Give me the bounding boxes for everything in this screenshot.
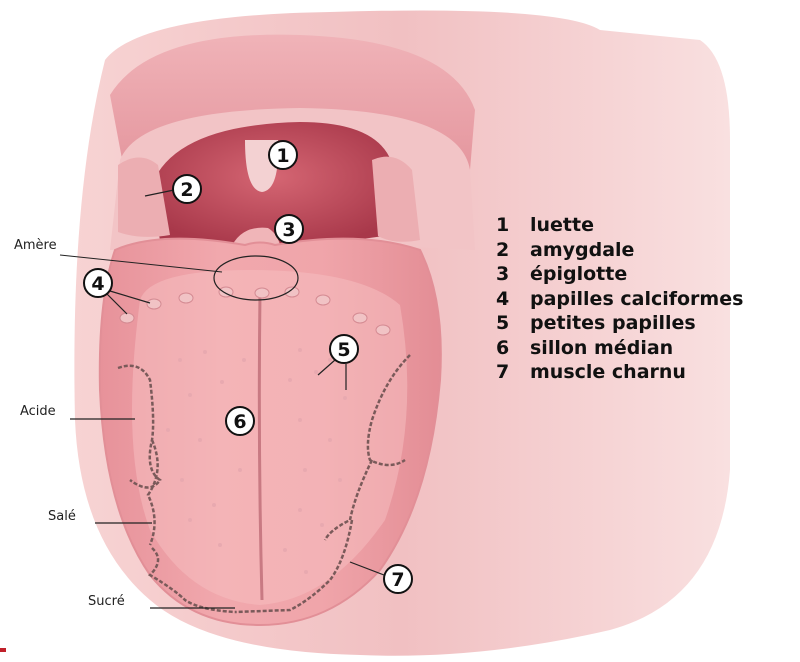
taste-label-sweet: Sucré xyxy=(88,594,125,609)
legend-label: sillon médian xyxy=(530,336,673,361)
legend-item-luette: 1 luette xyxy=(496,213,743,238)
callout-4: 4 xyxy=(84,269,112,297)
legend-number: 3 xyxy=(496,262,530,287)
legend-number: 2 xyxy=(496,238,530,263)
callout-3: 3 xyxy=(275,215,303,243)
svg-text:4: 4 xyxy=(91,273,104,295)
legend-item-amygdale: 2 amygdale xyxy=(496,238,743,263)
legend-item-sillon-median: 6 sillon médian xyxy=(496,336,743,361)
legend-item-muscle-charnu: 7 muscle charnu xyxy=(496,360,743,385)
legend-label: petites papilles xyxy=(530,311,696,336)
legend-number: 5 xyxy=(496,311,530,336)
corner-mark xyxy=(0,648,6,652)
legend-number: 6 xyxy=(496,336,530,361)
legend-number: 1 xyxy=(496,213,530,238)
callout-7: 7 xyxy=(384,565,412,593)
legend-item-papilles-calciformes: 4 papilles calciformes xyxy=(496,287,743,312)
legend-label: luette xyxy=(530,213,594,238)
legend-item-epiglotte: 3 épiglotte xyxy=(496,262,743,287)
legend-item-petites-papilles: 5 petites papilles xyxy=(496,311,743,336)
legend-label: muscle charnu xyxy=(530,360,686,385)
callout-1: 1 xyxy=(269,141,297,169)
taste-label-bitter: Amère xyxy=(14,238,57,253)
taste-label-salty: Salé xyxy=(48,509,76,524)
svg-text:1: 1 xyxy=(276,145,289,167)
svg-text:6: 6 xyxy=(233,411,246,433)
svg-text:7: 7 xyxy=(391,569,404,591)
taste-label-sour: Acide xyxy=(20,404,56,419)
legend-number: 7 xyxy=(496,360,530,385)
svg-text:3: 3 xyxy=(282,219,295,241)
legend: 1 luette 2 amygdale 3 épiglotte 4 papill… xyxy=(496,213,743,385)
legend-label: papilles calciformes xyxy=(530,287,743,312)
svg-text:5: 5 xyxy=(337,339,350,361)
callout-6: 6 xyxy=(226,407,254,435)
legend-label: amygdale xyxy=(530,238,634,263)
legend-number: 4 xyxy=(496,287,530,312)
callout-5: 5 xyxy=(330,335,358,363)
callout-2: 2 xyxy=(173,175,201,203)
legend-label: épiglotte xyxy=(530,262,627,287)
svg-text:2: 2 xyxy=(180,179,193,201)
